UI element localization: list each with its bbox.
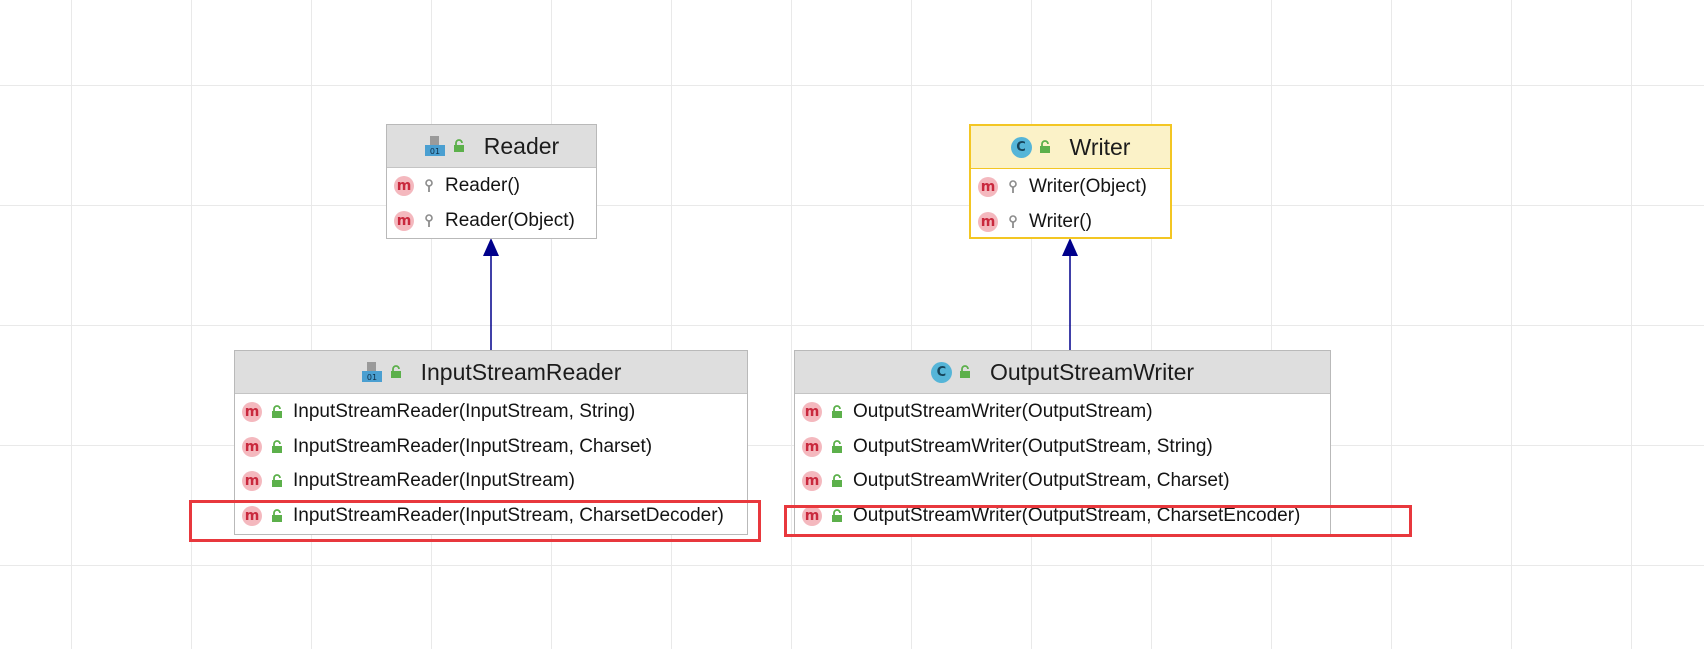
class-name: InputStreamReader <box>420 358 622 385</box>
public-lock-icon <box>272 405 282 419</box>
abstract-class-icon: 01 <box>361 362 382 382</box>
member-label: OutputStreamWriter(OutputStream, Charset… <box>853 470 1230 492</box>
member-row[interactable]: m Reader() <box>387 169 596 204</box>
method-icon: m <box>242 505 262 526</box>
public-lock-icon <box>832 474 842 488</box>
class-header[interactable]: C OutputStreamWriter <box>795 351 1330 394</box>
class-box-reader[interactable]: 01 Reader m Reader() m Reader(Object) <box>386 124 597 239</box>
protected-key-icon <box>1009 214 1017 228</box>
class-header[interactable]: C Writer <box>971 126 1170 169</box>
member-row[interactable]: m OutputStreamWriter(OutputStream) <box>795 395 1330 430</box>
protected-key-icon <box>1009 180 1017 194</box>
class-box-writer[interactable]: C Writer m Writer(Object) m Writer() <box>969 124 1172 239</box>
member-label: Writer(Object) <box>1029 176 1147 198</box>
method-icon: m <box>802 402 822 423</box>
member-label: InputStreamReader(InputStream, CharsetDe… <box>293 504 724 526</box>
member-label: OutputStreamWriter(OutputStream, String) <box>853 435 1213 457</box>
member-row[interactable]: m OutputStreamWriter(OutputStream, Strin… <box>795 430 1330 465</box>
arrowhead-writer <box>1062 238 1078 256</box>
member-label: InputStreamReader(InputStream, String) <box>293 401 636 423</box>
abstract-class-icon: 01 <box>424 136 445 156</box>
method-icon: m <box>242 402 262 423</box>
member-label: Writer() <box>1029 210 1092 232</box>
public-lock-icon <box>832 439 842 453</box>
public-lock-icon <box>959 365 970 378</box>
class-name: Reader <box>483 132 560 159</box>
method-icon: m <box>978 177 998 198</box>
public-lock-icon <box>832 405 842 419</box>
member-label: OutputStreamWriter(OutputStream) <box>853 401 1153 423</box>
public-lock-icon <box>272 508 282 522</box>
class-name: Writer <box>1069 133 1131 160</box>
member-row[interactable]: m OutputStreamWriter(OutputStream, Chars… <box>795 499 1330 534</box>
class-icon: C <box>1010 136 1032 158</box>
class-name: OutputStreamWriter <box>989 358 1195 385</box>
highlight-box-charsetencoder <box>784 505 1412 537</box>
member-row[interactable]: m Reader(Object) <box>387 204 596 239</box>
member-row[interactable]: m InputStreamReader(InputStream, Charset… <box>235 499 747 534</box>
member-row[interactable]: m OutputStreamWriter(OutputStream, Chars… <box>795 464 1330 499</box>
member-row[interactable]: m InputStreamReader(InputStream) <box>235 464 747 499</box>
svg-text:01: 01 <box>367 373 377 382</box>
method-icon: m <box>394 176 414 197</box>
member-row[interactable]: m Writer(Object) <box>971 170 1170 205</box>
class-icon: C <box>930 361 952 383</box>
member-label: InputStreamReader(InputStream, Charset) <box>293 435 653 457</box>
member-label: Reader(Object) <box>445 209 575 231</box>
method-icon: m <box>802 436 822 457</box>
method-icon: m <box>802 471 822 492</box>
highlight-box-charsetdecoder <box>189 500 761 542</box>
class-header[interactable]: 01 Reader <box>387 125 596 168</box>
public-lock-icon <box>832 508 842 522</box>
protected-key-icon <box>425 179 433 193</box>
public-lock-icon <box>390 365 401 378</box>
member-label: InputStreamReader(InputStream) <box>293 470 575 492</box>
method-icon: m <box>802 505 822 526</box>
member-label: Reader() <box>445 175 520 197</box>
public-lock-icon <box>272 439 282 453</box>
class-header[interactable]: 01 InputStreamReader <box>235 351 747 394</box>
method-icon: m <box>394 210 414 231</box>
member-label: OutputStreamWriter(OutputStream, Charset… <box>853 504 1301 526</box>
class-box-outputstreamwriter[interactable]: C OutputStreamWriter m OutputStreamWrite… <box>794 350 1331 535</box>
arrowhead-reader <box>483 238 499 256</box>
method-icon: m <box>242 471 262 492</box>
method-icon: m <box>242 436 262 457</box>
protected-key-icon <box>425 213 433 227</box>
public-lock-icon <box>272 474 282 488</box>
svg-text:01: 01 <box>430 147 440 156</box>
member-row[interactable]: m InputStreamReader(InputStream, Charset… <box>235 430 747 465</box>
class-box-inputstreamreader[interactable]: 01 InputStreamReader m InputStreamReader… <box>234 350 748 535</box>
public-lock-icon <box>453 139 464 152</box>
member-row[interactable]: m InputStreamReader(InputStream, String) <box>235 395 747 430</box>
member-row[interactable]: m Writer() <box>971 205 1170 240</box>
public-lock-icon <box>1039 140 1050 153</box>
method-icon: m <box>978 211 998 232</box>
